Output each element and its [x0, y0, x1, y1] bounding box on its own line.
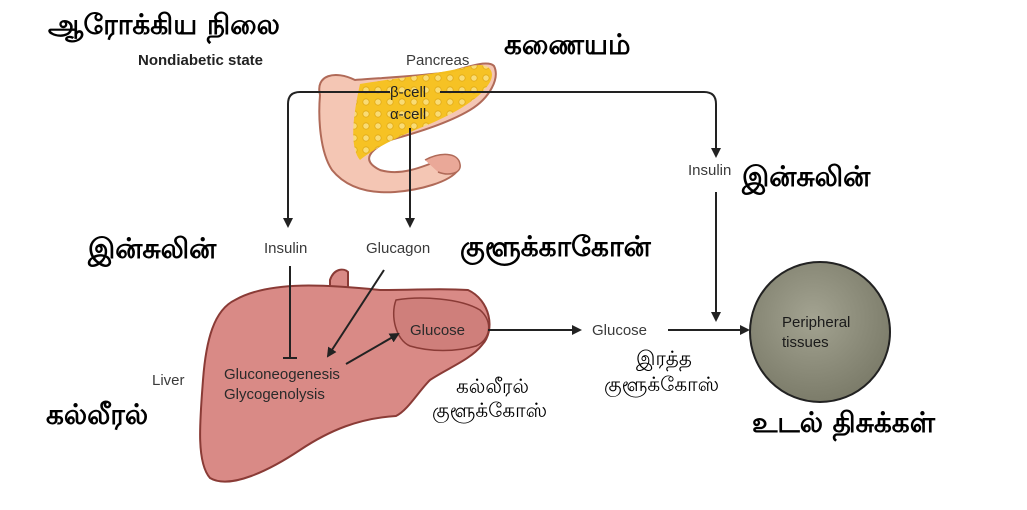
blood-glucose-tamil-line2: குளூக்கோஸ் [604, 372, 720, 396]
blood-glucose-tamil-line1: இரத்த [636, 346, 692, 370]
beta-cell-insulin-left-arrow [283, 91, 390, 228]
beta-cell-label: β-cell [390, 84, 427, 101]
process-gluconeogenesis: Gluconeogenesis [224, 366, 340, 383]
liver-label-tamil: கல்லீரல் [46, 398, 149, 431]
insulin-right-label-tamil: இன்சுலின் [742, 160, 871, 193]
glucagon-label: Glucagon [366, 240, 431, 257]
title-english: Nondiabetic state [138, 52, 264, 69]
liver-organ [199, 268, 491, 483]
liver-glucose-label: Glucose [410, 322, 466, 339]
liver-glucose-tamil-line1: கல்லீரல் [456, 374, 529, 398]
arrows [283, 91, 750, 365]
blood-glucose-label: Glucose [592, 322, 648, 339]
insulin-right-label: Insulin [688, 162, 732, 179]
process-glycogenolysis: Glycogenolysis [224, 386, 325, 403]
peripheral-tissue-circle [749, 261, 891, 403]
alpha-cell-label: α-cell [390, 106, 427, 123]
insulin-left-label: Insulin [264, 240, 308, 257]
peripheral-label-line2: tissues [782, 334, 829, 351]
process-to-glucose-arrow [345, 333, 400, 365]
liver-label: Liver [152, 372, 185, 389]
pancreas-label: Pancreas [406, 52, 470, 69]
glucagon-to-liver-arrow [326, 269, 385, 358]
pancreas-organ [318, 62, 497, 194]
pancreas-label-tamil: கணையம் [504, 28, 631, 61]
insulin-left-label-tamil: இன்சுலின் [88, 232, 217, 265]
peripheral-label-line1: Peripheral [782, 314, 851, 331]
beta-cell-insulin-right-arrow [440, 91, 721, 158]
title-tamil: ஆரோக்கிய நிலை [48, 8, 280, 41]
glucagon-label-tamil: குளூக்காகோன் [460, 230, 651, 263]
peripheral-label-tamil: உடல் திசுக்கள் [752, 406, 935, 439]
liver-glucose-tamil-line2: குளூக்கோஸ் [432, 398, 548, 422]
